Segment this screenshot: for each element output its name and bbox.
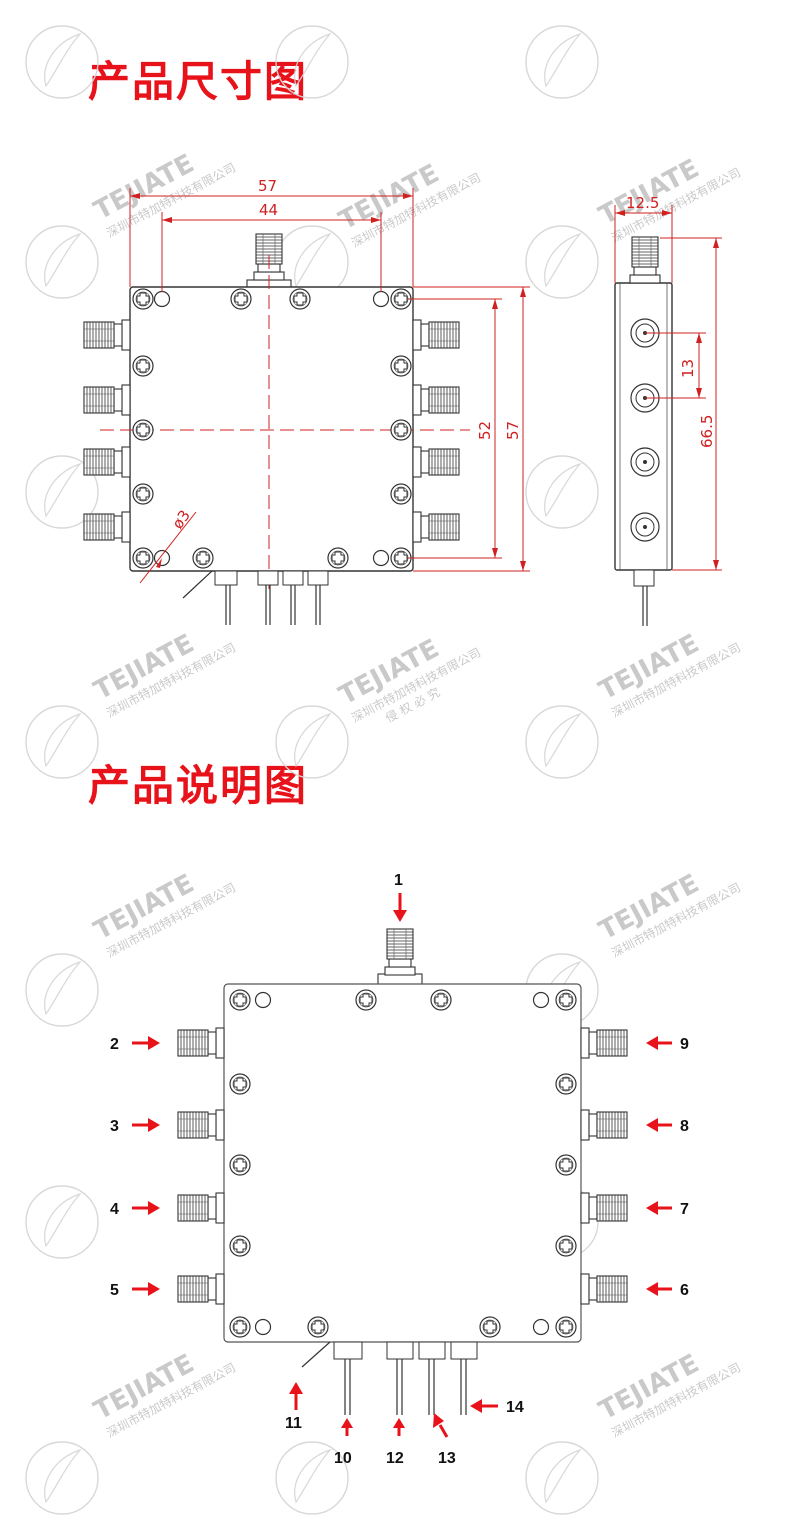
dim-side-connector-pitch: 13 xyxy=(679,359,697,378)
pin-label-1: 1 xyxy=(394,872,403,889)
pin-label-7: 7 xyxy=(680,1201,689,1218)
dim-overall-width: 57 xyxy=(258,177,277,195)
pin-label-10: 10 xyxy=(334,1450,352,1467)
pin-label-2: 2 xyxy=(110,1036,119,1053)
side-view xyxy=(614,237,673,626)
dim-hole-spacing-width: 44 xyxy=(259,201,278,219)
front-view xyxy=(83,234,470,625)
dim-side-total-height: 66.5 xyxy=(698,415,716,448)
description-housing xyxy=(223,983,582,1343)
pin-label-14: 14 xyxy=(506,1399,524,1416)
dim-overall-height: 57 xyxy=(504,421,522,440)
front-housing xyxy=(129,286,414,572)
pin-label-4: 4 xyxy=(110,1201,119,1218)
pin-label-11: 11 xyxy=(285,1415,302,1432)
dim-hole-spacing-height: 52 xyxy=(476,421,494,440)
pin-label-5: 5 xyxy=(110,1282,119,1299)
front-dimensions xyxy=(129,188,530,584)
pin-label-9: 9 xyxy=(680,1036,689,1053)
pin-arrows xyxy=(132,893,672,1438)
dim-side-depth: 12.5 xyxy=(626,194,659,212)
pin-label-6: 6 xyxy=(680,1282,689,1299)
pin-label-13: 13 xyxy=(438,1450,456,1467)
description-view xyxy=(177,929,627,1415)
pin-label-12: 12 xyxy=(386,1450,404,1467)
pin-label-3: 3 xyxy=(110,1118,119,1135)
description-drawing-title: 产品说明图 xyxy=(88,761,309,810)
dimension-drawing-title: 产品尺寸图 xyxy=(88,57,309,106)
side-dimensions xyxy=(614,205,722,571)
pin-label-8: 8 xyxy=(680,1118,689,1135)
